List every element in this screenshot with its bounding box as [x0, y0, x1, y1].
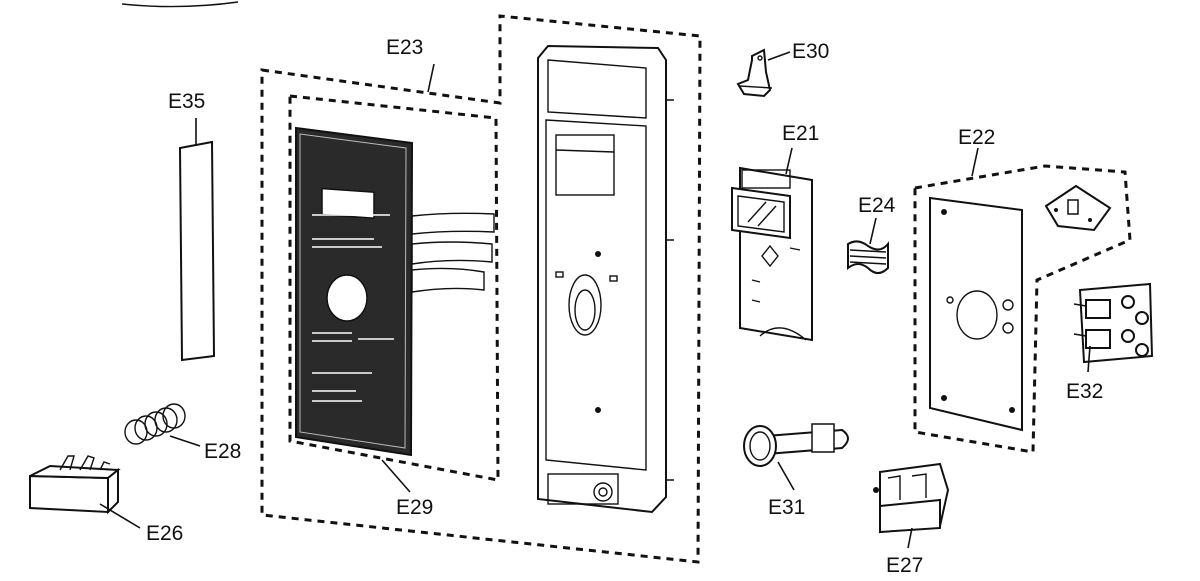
callout-e29: E29 — [396, 496, 433, 519]
part-e26-release-button[interactable] — [29, 455, 121, 515]
part-front-panel-frame[interactable] — [537, 44, 674, 514]
part-e22-mounting-plate[interactable] — [929, 196, 1023, 432]
part-e21-circuit-board[interactable] — [731, 166, 813, 342]
part-e32-switch-assembly[interactable] — [1073, 282, 1154, 364]
callout-e30: E30 — [792, 40, 829, 63]
callout-e24: E24 — [858, 194, 896, 217]
callout-e26: E26 — [146, 522, 183, 545]
dial-opening — [326, 274, 368, 322]
callout-e28: E28 — [204, 440, 241, 463]
group-e23-outline — [260, 14, 702, 564]
part-e28-springs[interactable] — [124, 403, 186, 445]
part-e24-ribbon-cable[interactable] — [847, 240, 889, 274]
part-e27-bracket[interactable] — [873, 462, 950, 534]
callout-e31: E31 — [768, 496, 805, 519]
display-window — [321, 187, 375, 219]
leader-lines — [99, 51, 1091, 549]
part-e30-bracket[interactable] — [736, 48, 773, 98]
part-e35-label-strip[interactable] — [178, 140, 216, 362]
callout-e22: E22 — [958, 126, 995, 149]
callout-e32: E32 — [1066, 380, 1103, 403]
part-e31-knob[interactable] — [743, 423, 849, 467]
callout-e21: E21 — [782, 122, 819, 145]
callout-e35: E35 — [168, 90, 205, 113]
stray-mark — [121, 1, 239, 8]
callout-e23: E23 — [386, 36, 423, 59]
part-e22-actuator[interactable] — [1044, 184, 1112, 232]
callout-e27: E27 — [886, 554, 923, 577]
part-e29-control-panel[interactable] — [295, 126, 495, 457]
group-e22-outline — [913, 164, 1132, 454]
